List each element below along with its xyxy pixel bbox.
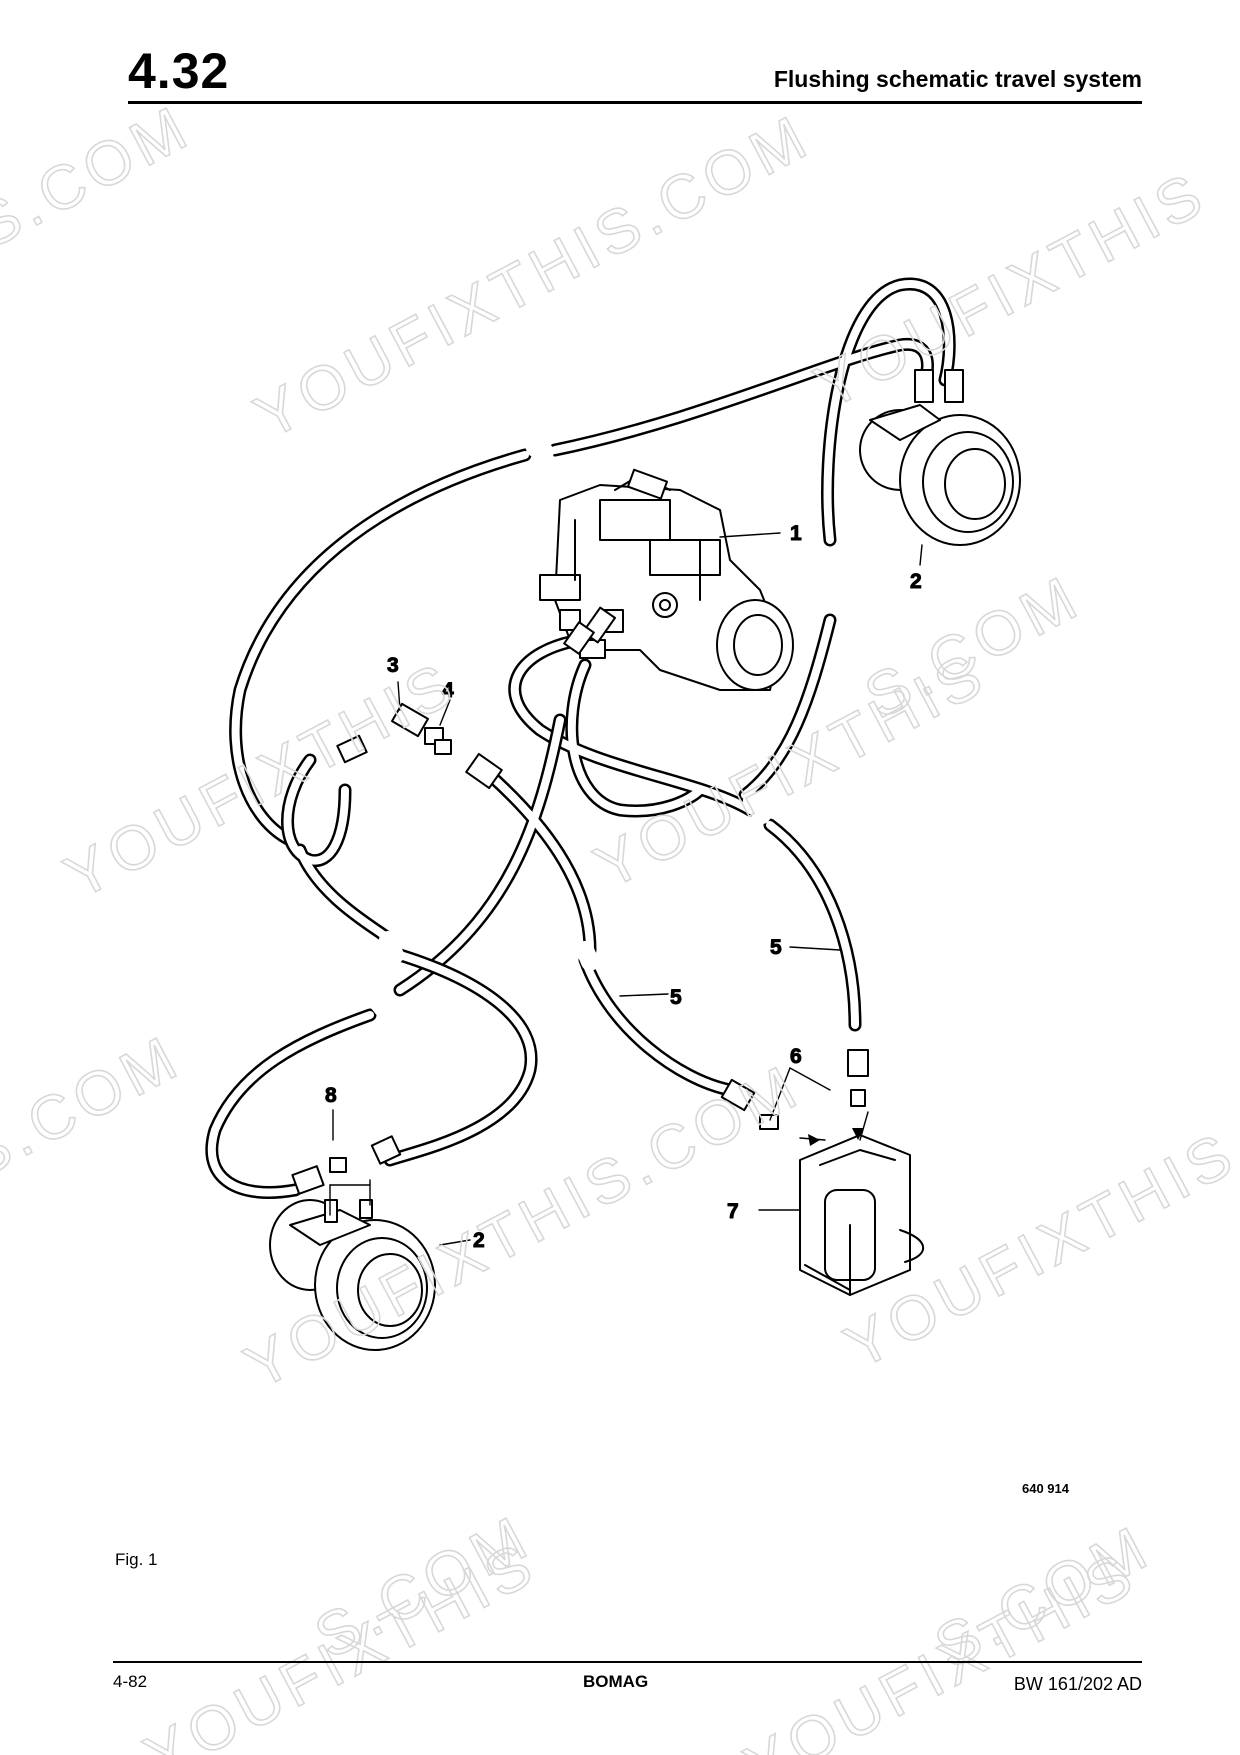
hose-center-cross <box>393 713 737 1097</box>
model-number: BW 161/202 AD <box>1013 1674 1142 1694</box>
page-number: 4-82 <box>113 1672 148 1691</box>
travel-motor-right <box>859 369 1021 546</box>
flushing-filter <box>799 1134 925 1296</box>
brand-name: BOMAG <box>583 1672 649 1691</box>
callout-4: 4 <box>442 679 454 702</box>
hose-breaks <box>367 439 844 1019</box>
callout-7: 7 <box>727 1200 739 1223</box>
callout-2-left: 2 <box>473 1229 485 1252</box>
callout-2-right: 2 <box>910 570 922 593</box>
header-rule <box>128 101 1142 104</box>
figure-caption: Fig. 1 <box>115 1550 158 1569</box>
callout-6: 6 <box>790 1045 802 1068</box>
fittings <box>291 606 869 1195</box>
callout-5-right: 5 <box>770 936 782 959</box>
section-number: 4.32 <box>128 43 230 99</box>
drawing-number: 640 914 <box>1022 1481 1069 1496</box>
travel-motor-left <box>269 1199 436 1351</box>
section-title: Flushing schematic travel system <box>773 66 1142 92</box>
footer-rule <box>113 1661 1142 1663</box>
callout-1: 1 <box>790 522 802 545</box>
flow-arrows <box>808 1128 864 1146</box>
leader-lines <box>329 532 923 1246</box>
callout-3: 3 <box>387 654 399 677</box>
callout-8: 8 <box>325 1084 337 1107</box>
travel-pump <box>539 468 794 691</box>
callout-5-center: 5 <box>670 986 682 1009</box>
